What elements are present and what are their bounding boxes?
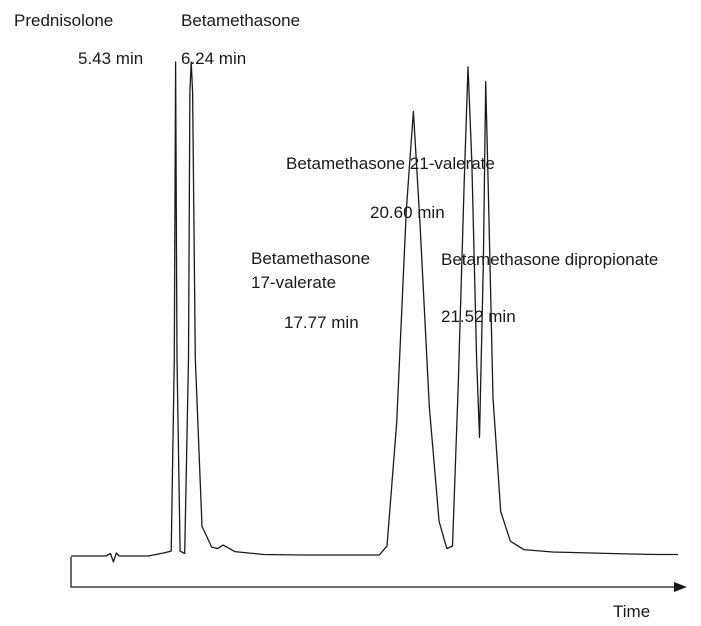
peak-time-prednisolone: 5.43 min: [78, 49, 144, 68]
peak-label-prednisolone: Prednisolone: [14, 11, 114, 30]
peak-label-betamethasone-21-valerate: Betamethasone 21-valerate: [286, 154, 495, 173]
chromatogram-trace: [71, 61, 678, 563]
peak-time-betamethasone: 6.24 min: [181, 49, 247, 68]
peak-time-betamethasone-17-valerate: 17.77 min: [284, 313, 359, 332]
peak-label-betamethasone-dipropionate: Betamethasone dipropionate: [441, 250, 659, 269]
peak-label-betamethasone: Betamethasone: [181, 11, 301, 30]
peak-time-betamethasone-21-valerate: 20.60 min: [370, 203, 445, 222]
peak-label-betamethasone-17-valerate-line2: 17-valerate: [251, 273, 337, 292]
peak-label-betamethasone-17-valerate-line1: Betamethasone: [251, 249, 371, 268]
time-axis-label: Time: [613, 602, 651, 621]
peak-time-betamethasone-dipropionate: 21.52 min: [441, 307, 516, 326]
time-axis-arrowhead: [674, 582, 687, 592]
time-axis-line: [70, 557, 677, 588]
